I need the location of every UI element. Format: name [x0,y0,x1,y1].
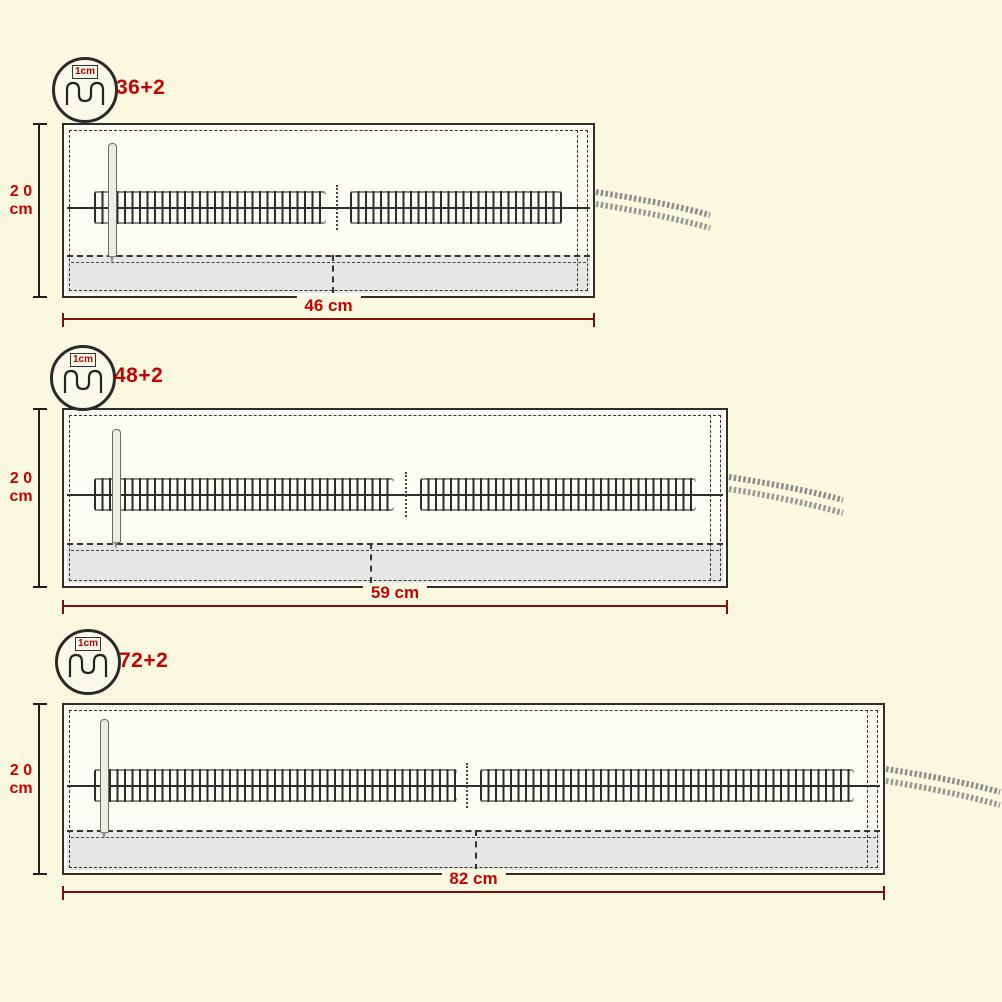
height-unit: cm [9,780,33,798]
flap-fold-line [577,130,578,291]
pen-roll-case [62,703,885,875]
loop-detail-callout: 1cm [52,57,118,123]
loop-profile-icon [65,81,105,105]
width-dimension-line: 82 cm [62,869,885,900]
loop-band-right [480,769,854,802]
loop-band-right [420,478,696,511]
height-dimension-label: 2 0 cm [4,470,38,507]
loop-band-left [94,769,457,802]
loop-count-label: 48+2 [114,364,164,387]
loop-detail-callout: 1cm [50,345,116,411]
height-dimension-label: 2 0 cm [4,183,38,220]
bottom-pocket [67,830,880,870]
height-unit: cm [9,488,33,506]
loop-count-label: 36+2 [116,76,166,99]
width-dimension-line: 46 cm [62,296,595,327]
height-value: 2 0 [9,183,33,200]
loop-band-left [94,191,326,224]
loop-count-label: 72+2 [119,649,169,672]
loop-detail-callout: 1cm [55,629,121,695]
drawstring-cords-icon [885,766,1001,808]
pencil-icon [112,429,121,549]
height-dimension-line [33,408,47,588]
width-dimension-label: 46 cm [296,296,361,316]
pocket-divider-line [370,543,372,583]
height-unit: cm [9,201,33,219]
bottom-pocket [67,255,590,293]
elastic-cord-line [67,785,880,787]
width-dimension-label: 59 cm [362,583,428,603]
drawstring-cords-icon [595,189,711,231]
center-fold-line [466,763,468,808]
center-fold-line [405,472,407,517]
bottom-pocket [67,543,723,583]
height-dimension-label: 2 0 cm [4,762,38,799]
flap-fold-line [710,415,711,581]
elastic-cord-line [67,207,590,209]
loop-band-left [94,478,394,511]
elastic-cord-line [67,494,723,496]
pen-roll-case [62,408,728,588]
loop-width-label: 1cm [69,353,96,367]
pencil-icon [108,143,117,263]
loop-width-label: 1cm [71,65,98,79]
drawstring-cords-icon [728,474,844,516]
pencil-icon [100,719,109,839]
center-fold-line [336,185,338,230]
width-dimension-line: 59 cm [62,583,728,614]
loop-profile-icon [63,369,103,393]
loop-width-label: 1cm [74,637,101,651]
pen-roll-case [62,123,595,298]
height-value: 2 0 [9,470,33,487]
height-value: 2 0 [9,762,33,779]
pocket-divider-line [332,255,334,293]
width-dimension-label: 82 cm [441,869,506,889]
height-dimension-line [33,123,47,298]
height-dimension-line [33,703,47,875]
pocket-divider-line [475,830,477,870]
loop-band-right [350,191,562,224]
loop-profile-icon [68,653,108,677]
flap-fold-line [867,710,868,868]
